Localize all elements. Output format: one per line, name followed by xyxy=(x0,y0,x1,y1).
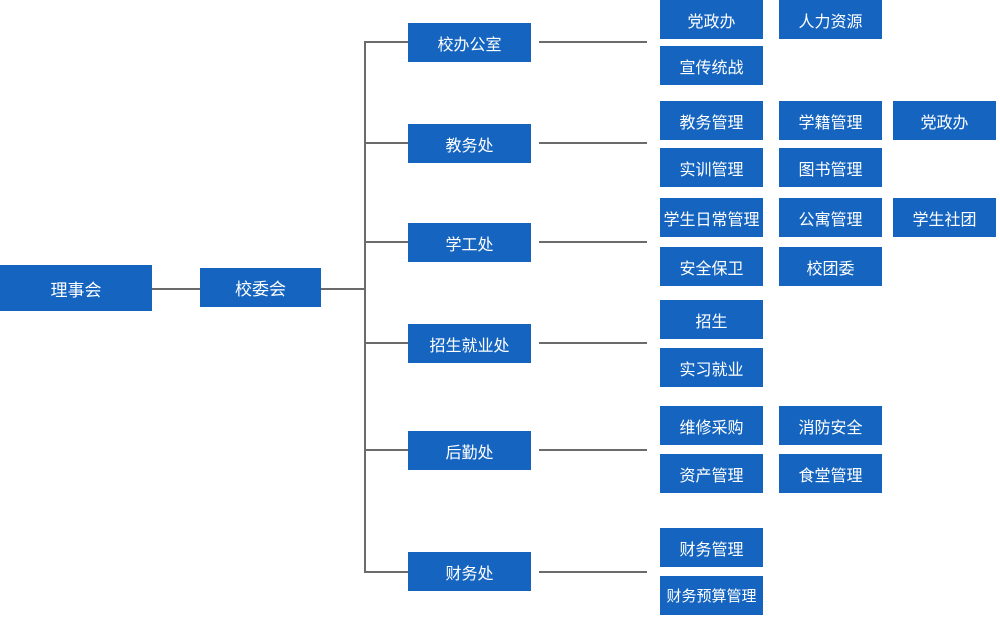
node-department: 教务处 xyxy=(408,124,531,163)
node-unit: 实习就业 xyxy=(660,348,763,387)
node-unit: 学籍管理 xyxy=(779,101,882,140)
connector-dept-6-units xyxy=(539,571,647,573)
node-unit: 宣传统战 xyxy=(660,46,763,85)
node-department: 招生就业处 xyxy=(408,324,531,363)
connector-dept-3-units xyxy=(539,241,647,243)
node-unit: 财务管理 xyxy=(660,528,763,567)
node-root: 理事会 xyxy=(0,265,152,311)
node-unit: 党政办 xyxy=(660,0,763,39)
node-unit: 资产管理 xyxy=(660,454,763,493)
connector-spine xyxy=(364,41,366,573)
connector-level1-spine xyxy=(321,288,366,290)
node-unit: 人力资源 xyxy=(779,0,882,39)
connector-dept-4-units xyxy=(539,342,647,344)
node-unit: 实训管理 xyxy=(660,148,763,187)
node-unit: 党政办 xyxy=(893,101,996,140)
node-unit: 招生 xyxy=(660,300,763,339)
node-department: 校办公室 xyxy=(408,23,531,62)
connector-spine-dept-4 xyxy=(364,342,408,344)
connector-dept-5-units xyxy=(539,449,647,451)
connector-spine-dept-2 xyxy=(364,142,408,144)
connector-dept-1-units xyxy=(539,41,647,43)
connector-spine-dept-6 xyxy=(364,571,408,573)
node-department: 后勤处 xyxy=(408,431,531,470)
node-unit: 校团委 xyxy=(779,247,882,286)
node-unit: 公寓管理 xyxy=(779,198,882,237)
connector-spine-dept-5 xyxy=(364,449,408,451)
connector-spine-dept-3 xyxy=(364,241,408,243)
node-unit: 学生社团 xyxy=(893,198,996,237)
node-unit: 维修采购 xyxy=(660,406,763,445)
node-level1: 校委会 xyxy=(200,268,321,307)
node-department: 财务处 xyxy=(408,552,531,591)
node-unit: 消防安全 xyxy=(779,406,882,445)
node-unit: 学生日常管理 xyxy=(660,198,763,237)
connector-spine-dept-1 xyxy=(364,41,408,43)
node-department: 学工处 xyxy=(408,223,531,262)
node-unit: 图书管理 xyxy=(779,148,882,187)
connector-dept-2-units xyxy=(539,142,647,144)
node-unit: 安全保卫 xyxy=(660,247,763,286)
node-unit: 教务管理 xyxy=(660,101,763,140)
node-unit: 食堂管理 xyxy=(779,454,882,493)
connector-root-level1 xyxy=(152,288,200,290)
node-unit: 财务预算管理 xyxy=(660,576,763,615)
